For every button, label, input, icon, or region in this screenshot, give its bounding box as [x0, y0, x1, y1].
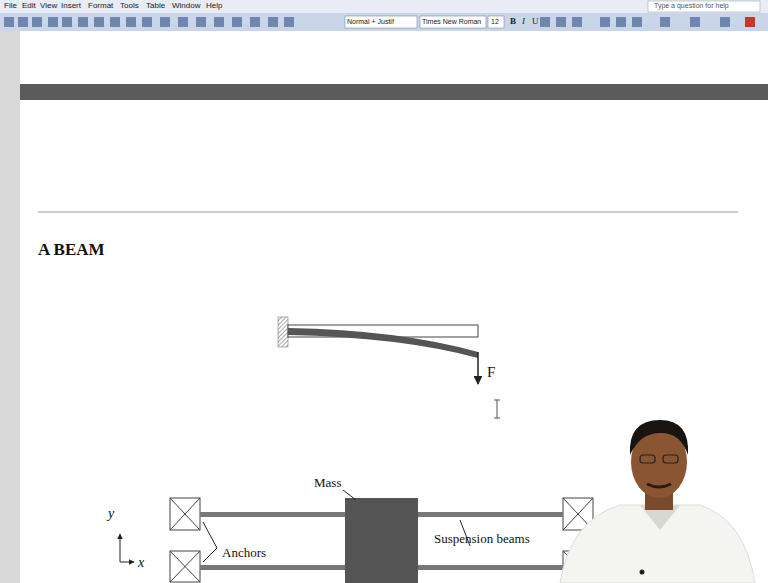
- toolbar-icons: [4, 17, 755, 27]
- section-heading: A BEAM: [38, 241, 105, 260]
- part-label: Mass: [314, 476, 341, 490]
- font-box: [420, 16, 486, 28]
- left-margin: [0, 31, 20, 583]
- force-label: F: [487, 364, 495, 381]
- menu-item: View: [40, 2, 57, 11]
- part-label: Suspension beams: [434, 532, 530, 546]
- style-name: Normal + Justif: [347, 18, 394, 26]
- force-arrow: [477, 352, 479, 384]
- menu-item: Tools: [120, 2, 139, 11]
- help-box: [648, 1, 760, 12]
- size-box: [488, 16, 504, 28]
- y-axis-arrow: [120, 534, 121, 562]
- x-axis-arrow: [120, 562, 134, 563]
- proof-mass: [345, 498, 418, 583]
- menu-bar: [0, 0, 768, 13]
- presenter: [560, 420, 755, 583]
- format-button: I: [522, 17, 525, 27]
- page-top: [0, 31, 768, 83]
- font-name: Times New Roman: [422, 18, 481, 26]
- format-button: U: [532, 17, 539, 27]
- menu-item: Insert: [61, 2, 81, 11]
- menu-item: Help: [206, 2, 222, 11]
- menu-item: File: [4, 2, 17, 11]
- style-box: [345, 16, 417, 28]
- leader-line: [343, 490, 356, 500]
- toolbar: [0, 13, 768, 31]
- menu-item: Table: [146, 2, 165, 11]
- part-label: Anchors: [222, 546, 266, 560]
- axis-label: y: [108, 506, 114, 521]
- deflected-beam: [288, 328, 478, 358]
- anchor-symbols: [170, 498, 593, 582]
- menu-item: Window: [172, 2, 200, 11]
- menu-item: Format: [88, 2, 113, 11]
- rule-line: [38, 212, 738, 213]
- text-cursor: [494, 400, 500, 418]
- axis-label: x: [138, 555, 144, 570]
- anchor-brace: [203, 522, 217, 562]
- font-size: 12: [491, 18, 499, 26]
- wall-support: [278, 317, 288, 347]
- menu-item: Edit: [22, 2, 36, 11]
- help-prompt: Type a question for help: [654, 2, 729, 10]
- format-button: B: [510, 17, 516, 27]
- header-band: [20, 84, 768, 100]
